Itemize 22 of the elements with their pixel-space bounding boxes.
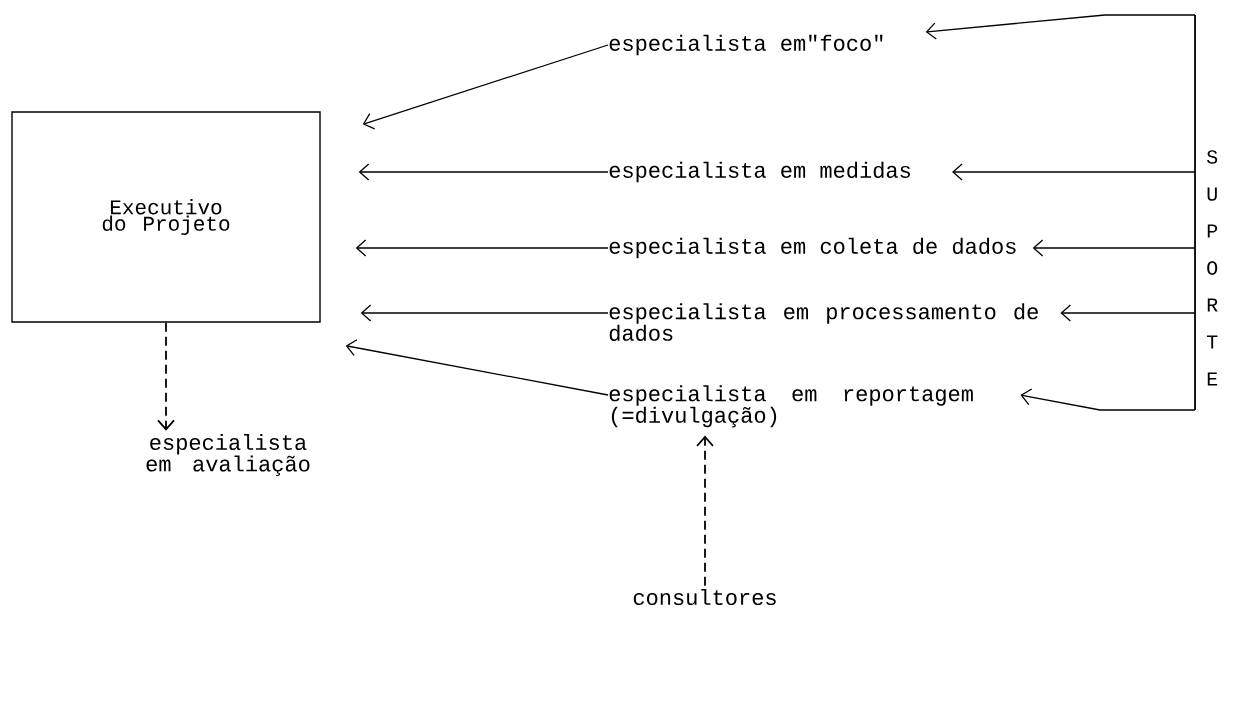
arrow — [157, 321, 175, 431]
role-label: especialista em"foco" — [609, 34, 883, 56]
arrow — [362, 44, 609, 130]
role-label: consultores — [633, 588, 776, 606]
process-box: Executivo do Projeto — [11, 111, 321, 323]
arrow — [1032, 239, 1196, 257]
arrow — [355, 239, 609, 257]
arrow — [925, 14, 1196, 40]
role-label: especialista em coleta de dados — [609, 237, 1016, 259]
arrow — [1020, 388, 1196, 411]
role-label: especialista em processamento de dados — [609, 303, 1038, 341]
vertical-label: SUPORTE — [1206, 150, 1218, 386]
arrow — [696, 435, 714, 587]
role-label: especialista em reportagem (=divulgação) — [609, 385, 973, 428]
role-label: especialista em avaliação — [146, 433, 310, 477]
arrow — [952, 163, 1196, 181]
bracket-line — [1194, 14, 1196, 411]
role-label: especialista em medidas — [609, 161, 910, 183]
arrow — [345, 339, 609, 396]
arrow — [1060, 304, 1196, 322]
arrow — [358, 163, 609, 181]
arrow — [360, 304, 609, 322]
